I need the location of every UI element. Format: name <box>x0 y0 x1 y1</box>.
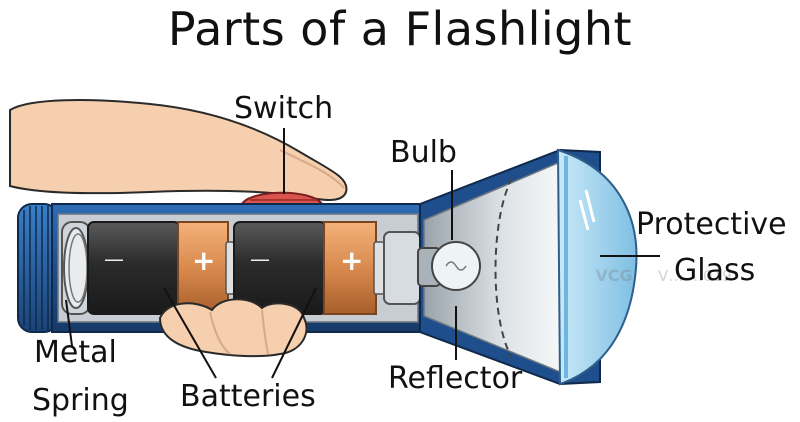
battery-1 <box>87 221 235 315</box>
battery-1-plus-sign: + <box>192 244 215 277</box>
hand-top <box>9 99 348 201</box>
label-bulb: Bulb <box>390 135 457 170</box>
protective-glass <box>556 148 638 386</box>
label-metal-spring-line2: Spring <box>32 383 129 418</box>
label-protective-glass-line2: Glass <box>674 253 756 288</box>
label-metal-spring-line1: Metal <box>34 335 117 370</box>
bulb <box>417 241 481 291</box>
watermark: VCG V… …019 <box>578 248 800 304</box>
label-switch: Switch <box>234 91 334 126</box>
spring-leader <box>65 299 73 347</box>
label-batteries: Batteries <box>180 379 316 414</box>
batteries-leader-1 <box>163 287 217 379</box>
diagram-title: Parts of a Flashlight <box>167 2 633 56</box>
battery-1-minus-sign: — <box>104 247 124 271</box>
battery-2 <box>233 221 385 315</box>
batteries-leader-2 <box>271 287 317 379</box>
hand-bottom <box>158 298 308 358</box>
battery-2-plus-sign: + <box>340 244 363 277</box>
battery-2-minus-sign: — <box>250 247 270 271</box>
label-protective-glass-line1: Protective <box>636 207 787 242</box>
watermark-logo: VCG <box>595 266 633 285</box>
watermark-text: V… …019 <box>658 267 732 285</box>
label-reflector: Reflector <box>388 361 523 396</box>
